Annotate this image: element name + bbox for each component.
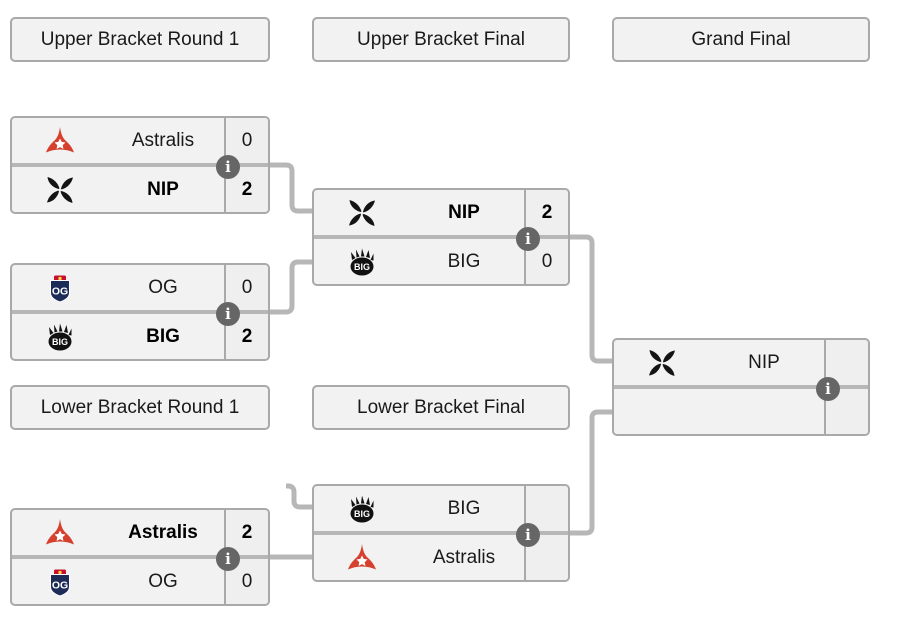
svg-text:OG: OG xyxy=(52,579,68,591)
team-name[interactable]: OG xyxy=(148,276,178,298)
big-logo[interactable]: BIG xyxy=(314,494,410,524)
svg-text:BIG: BIG xyxy=(354,262,370,272)
og-logo[interactable]: OG xyxy=(12,273,108,303)
info-icon[interactable]: i xyxy=(216,547,240,571)
match-lb-final: BIG BIG Astralis i xyxy=(312,484,570,582)
og-logo[interactable]: OG xyxy=(12,567,108,597)
match-ub-final: NIP 2 BIG BIG 0 i xyxy=(312,188,570,286)
connector-ubr1m1-to-ubfinal xyxy=(268,162,314,214)
team-score: 0 xyxy=(224,118,268,163)
team-row: NIP 2 xyxy=(12,167,268,212)
team-name[interactable]: BIG xyxy=(146,325,180,347)
astralis-logo[interactable] xyxy=(12,126,108,156)
connector-drop-to-lbfinal xyxy=(286,483,314,510)
row-divider xyxy=(12,310,268,314)
info-icon[interactable]: i xyxy=(216,155,240,179)
row-divider xyxy=(12,163,268,167)
header-grand-final: Grand Final xyxy=(612,17,870,62)
team-name[interactable]: NIP xyxy=(147,178,179,200)
svg-text:OG: OG xyxy=(52,285,68,297)
nip-logo[interactable] xyxy=(12,175,108,205)
team-name[interactable]: Astralis xyxy=(131,129,195,151)
match-ub-r1-m1: Astralis 0 NIP 2 i xyxy=(10,116,270,214)
info-icon[interactable]: i xyxy=(216,302,240,326)
header-label: Upper Bracket Round 1 xyxy=(40,28,240,50)
header-label: Grand Final xyxy=(691,28,791,50)
row-divider xyxy=(614,385,868,389)
header-label: Upper Bracket Final xyxy=(357,28,525,50)
team-name[interactable]: BIG xyxy=(447,497,481,519)
team-name[interactable]: Astralis xyxy=(128,521,198,543)
row-divider xyxy=(12,555,268,559)
row-divider xyxy=(314,531,568,535)
astralis-logo[interactable] xyxy=(12,518,108,548)
match-ub-r1-m2: OG OG 0 BIG BIG 2 i xyxy=(10,263,270,361)
info-icon[interactable]: i xyxy=(516,523,540,547)
connector-lbfinal-to-grandfinal xyxy=(568,409,614,536)
team-name[interactable]: OG xyxy=(148,570,178,592)
info-icon[interactable]: i xyxy=(516,227,540,251)
team-name[interactable]: NIP xyxy=(748,351,780,373)
team-name[interactable]: NIP xyxy=(448,201,480,223)
svg-text:BIG: BIG xyxy=(52,337,68,347)
row-divider xyxy=(314,235,568,239)
team-name[interactable]: Astralis xyxy=(432,546,496,568)
match-lb-r1: Astralis 2 OG OG 0 i xyxy=(10,508,270,606)
header-upper-bracket-round-1: Upper Bracket Round 1 xyxy=(10,17,270,62)
header-label: Lower Bracket Final xyxy=(357,396,525,418)
astralis-logo[interactable] xyxy=(314,543,410,573)
team-row: Astralis xyxy=(314,535,568,580)
nip-logo[interactable] xyxy=(614,348,710,378)
connector-ubfinal-to-grandfinal xyxy=(568,234,614,364)
header-upper-bracket-final: Upper Bracket Final xyxy=(312,17,570,62)
team-name[interactable]: BIG xyxy=(447,250,481,272)
svg-text:BIG: BIG xyxy=(354,509,370,519)
match-grand-final: NIP i xyxy=(612,338,870,436)
big-logo[interactable]: BIG xyxy=(314,247,410,277)
header-lower-bracket-final: Lower Bracket Final xyxy=(312,385,570,430)
team-row: Astralis 0 xyxy=(12,118,268,163)
header-lower-bracket-round-1: Lower Bracket Round 1 xyxy=(10,385,270,430)
header-label: Lower Bracket Round 1 xyxy=(40,396,240,418)
connector-ubr1m2-to-ubfinal xyxy=(268,259,314,315)
nip-logo[interactable] xyxy=(314,198,410,228)
info-icon[interactable]: i xyxy=(816,377,840,401)
big-logo[interactable]: BIG xyxy=(12,322,108,352)
